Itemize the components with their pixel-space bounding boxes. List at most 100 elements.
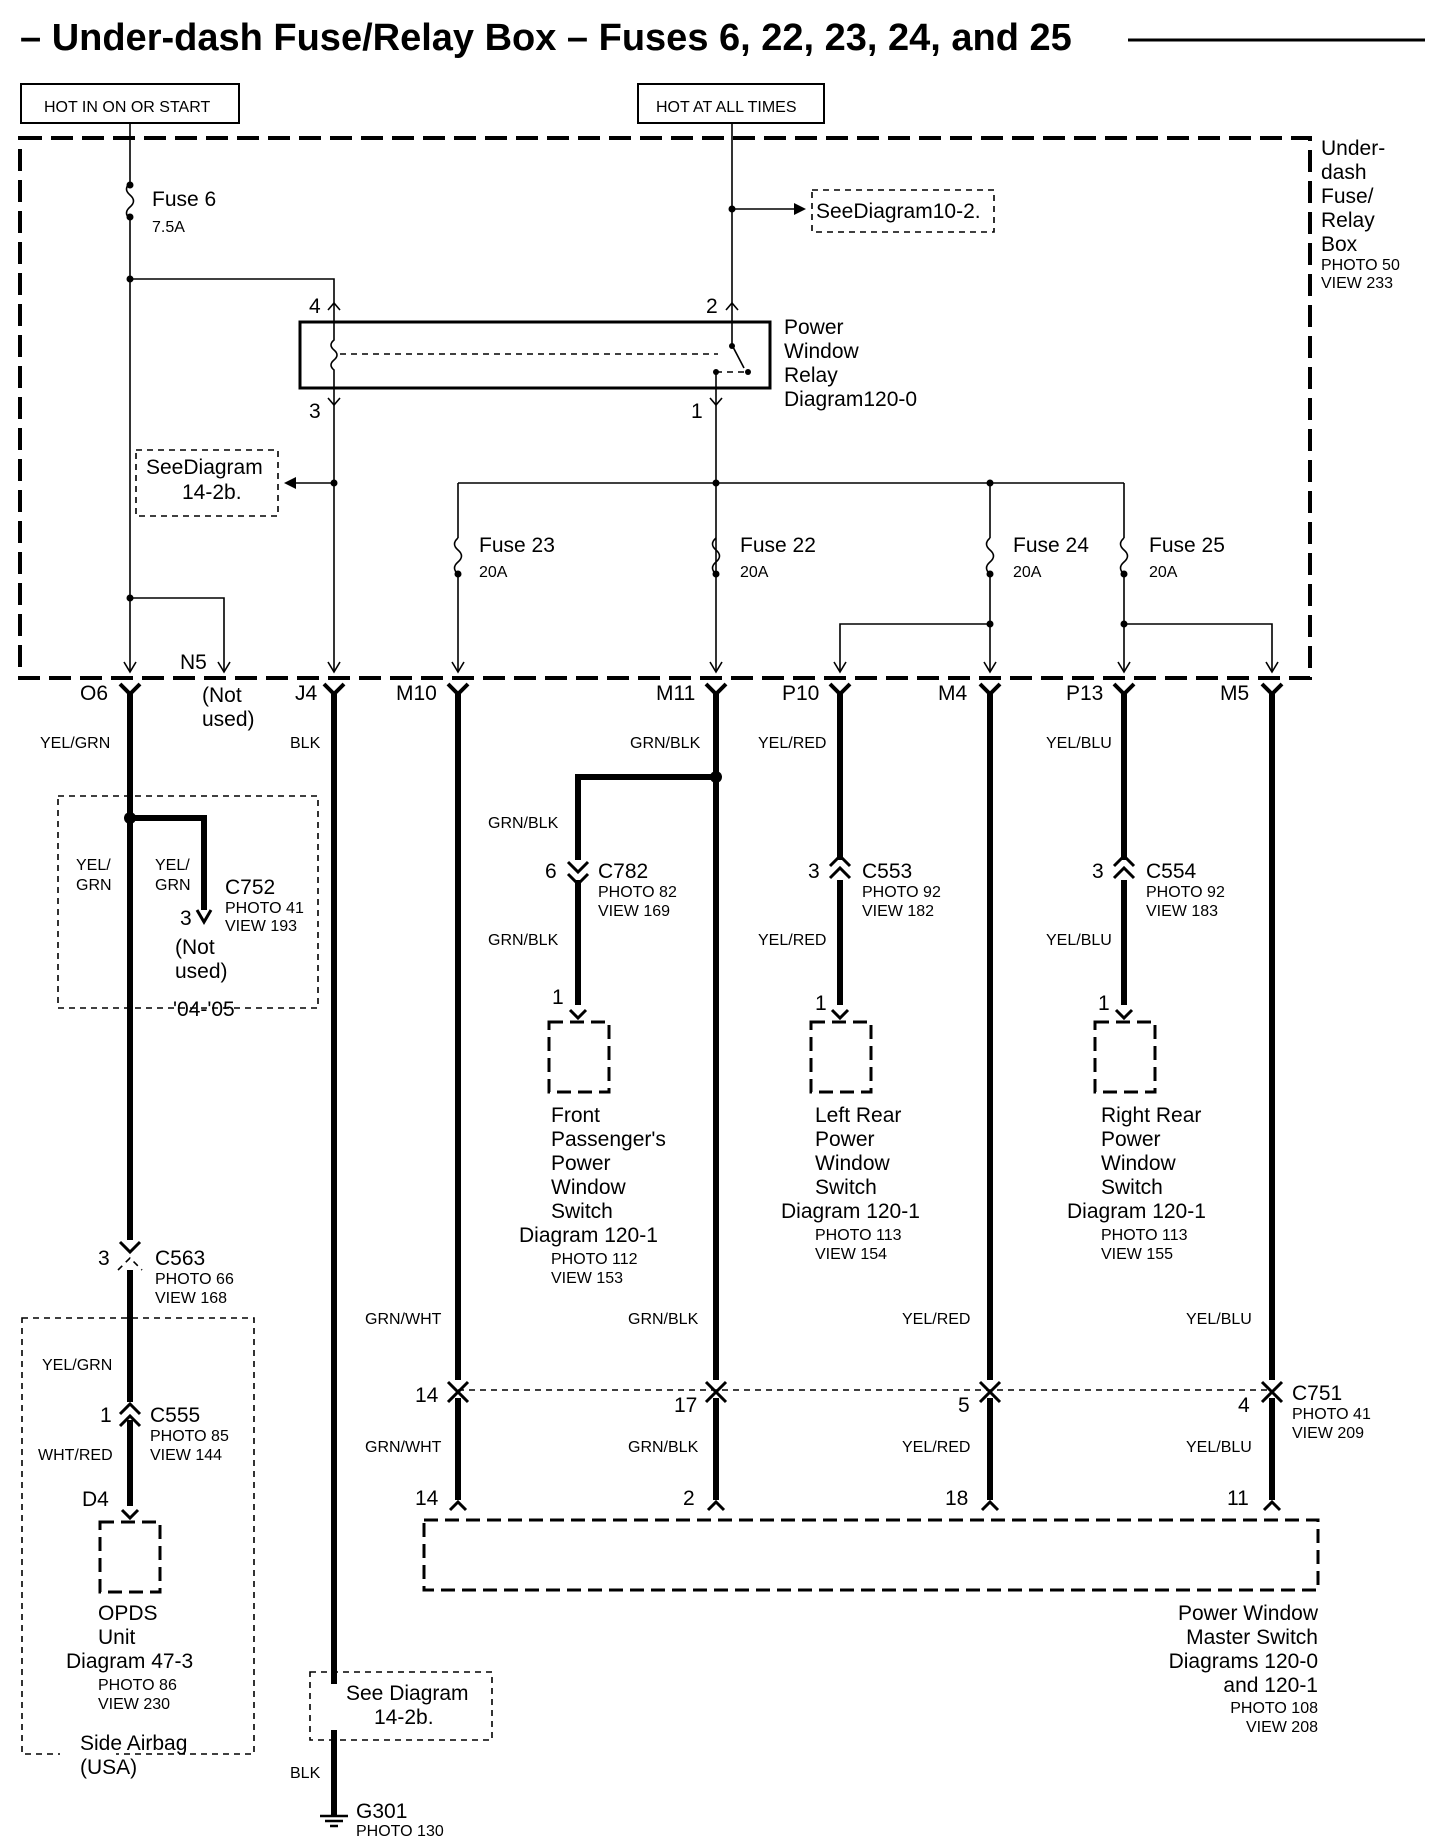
master-line-4: and 120-1 <box>1223 1674 1318 1697</box>
master-line-3: Diagrams 120-0 <box>1169 1650 1318 1673</box>
c751-terminals <box>446 1380 1284 1404</box>
svg-text:14-2b.: 14-2b. <box>374 1706 434 1729</box>
c752-pin: 3 <box>180 907 192 930</box>
c752-terminal <box>195 909 213 925</box>
n5-note-2: used) <box>202 708 255 731</box>
relay-name-2: Window <box>784 340 860 363</box>
terminal-m10: M10 <box>396 682 437 705</box>
opds-photo: PHOTO 86 <box>98 1677 177 1694</box>
see-diagram-14-2b-bottom: See Diagram 14-2b. <box>309 1671 493 1741</box>
c782-name: C782 <box>598 860 648 883</box>
fuse-24-rating: 20A <box>1013 564 1042 581</box>
page-title: – Under-dash Fuse/Relay Box – Fuses 6, 2… <box>20 17 1072 59</box>
wire-color-j4: BLK <box>290 735 321 752</box>
master-line-1: Power Window <box>1178 1602 1319 1625</box>
c752-name: C752 <box>225 876 275 899</box>
side-airbag-region <box>21 1317 255 1755</box>
c752-view: VIEW 193 <box>225 918 297 935</box>
hot-in-on-or-start-label: HOT IN ON OR START <box>44 99 210 116</box>
ground-name: G301 <box>356 1800 407 1823</box>
wire-color-c563-c555: YEL/GRN <box>42 1357 112 1374</box>
right-rear-line-2: Power <box>1101 1128 1161 1151</box>
c752-note-1: (Not <box>175 936 215 959</box>
svg-text:SeeDiagram10-2.: SeeDiagram10-2. <box>816 200 981 223</box>
fuse-23-label: Fuse 23 <box>479 534 555 557</box>
front-pass-line-5: Switch <box>551 1200 613 1223</box>
c554-photo: PHOTO 92 <box>1146 884 1225 901</box>
c752-wire-color-left-2: GRN <box>76 877 112 894</box>
wire-color-m4-upper: YEL/RED <box>902 1311 970 1328</box>
terminal-p13: P13 <box>1066 682 1103 705</box>
right-rear-view: VIEW 155 <box>1101 1246 1173 1263</box>
fuse-box-name-1: Under- <box>1321 137 1385 160</box>
relay-name-3: Relay <box>784 364 838 387</box>
wire-color-c555-d4: WHT/RED <box>38 1447 113 1464</box>
c752-photo: PHOTO 41 <box>225 900 304 917</box>
n5-note-1: (Not <box>202 684 242 707</box>
fuse-box-photo: PHOTO 50 <box>1321 257 1400 274</box>
right-rear-line-3: Window <box>1101 1152 1177 1175</box>
svg-text:14-2b.: 14-2b. <box>182 481 242 504</box>
c554-view: VIEW 183 <box>1146 903 1218 920</box>
wire-color-m11: GRN/BLK <box>630 735 701 752</box>
terminal-m11: M11 <box>656 682 695 705</box>
opds-pin: D4 <box>82 1488 109 1511</box>
opds-line-1: OPDS <box>98 1602 158 1625</box>
c553-view: VIEW 182 <box>862 903 934 920</box>
c553-pin: 3 <box>808 860 820 883</box>
see-diagram-14-2b: SeeDiagram 14-2b. <box>135 449 279 517</box>
wire-color-p13: YEL/BLU <box>1046 735 1112 752</box>
c752-year: '04-'05 <box>173 998 235 1021</box>
terminal-n5: N5 <box>180 651 207 674</box>
fuse-25-rating: 20A <box>1149 564 1178 581</box>
left-rear-pin: 1 <box>815 992 827 1015</box>
fuse-22-rating: 20A <box>740 564 769 581</box>
wire-color-o6: YEL/GRN <box>40 735 110 752</box>
wire-color-c782-lower: GRN/BLK <box>488 932 559 949</box>
master-pin-11: 11 <box>1227 1487 1249 1510</box>
c752-note-2: used) <box>175 960 228 983</box>
master-view: VIEW 208 <box>1246 1719 1318 1736</box>
fuse-25-label: Fuse 25 <box>1149 534 1225 557</box>
front-pass-pin: 1 <box>552 986 564 1009</box>
left-rear-view: VIEW 154 <box>815 1246 887 1263</box>
wire-color-m11-lower: GRN/BLK <box>628 1439 699 1456</box>
fuse-6-label: Fuse 6 <box>152 188 216 211</box>
harness-wires <box>124 694 1275 1815</box>
front-pass-line-2: Passenger's <box>551 1128 666 1151</box>
c554-name: C554 <box>1146 860 1197 883</box>
wire-color-m10-lower: GRN/WHT <box>365 1439 442 1456</box>
left-rear-photo: PHOTO 113 <box>815 1227 902 1244</box>
c555-photo: PHOTO 85 <box>150 1428 229 1445</box>
fuse-box-name-2: dash <box>1321 161 1367 184</box>
c751-pin-17: 17 <box>674 1394 697 1417</box>
see-diagram-10-2: SeeDiagram10-2. <box>811 189 995 233</box>
c553-name: C553 <box>862 860 912 883</box>
c563-terminal-bottom <box>117 1256 143 1271</box>
terminal-j4: J4 <box>295 682 318 705</box>
c751-pin-14: 14 <box>415 1384 439 1407</box>
terminal-o6: O6 <box>80 682 108 705</box>
c554-pin: 3 <box>1092 860 1104 883</box>
master-switch-shape <box>422 1518 1320 1592</box>
power-window-relay <box>298 301 772 410</box>
wire-color-c782-upper: GRN/BLK <box>488 815 559 832</box>
c751-pin-4: 4 <box>1238 1394 1250 1417</box>
terminal-p10: P10 <box>782 682 819 705</box>
front-pass-line-6: Diagram 120-1 <box>519 1224 658 1247</box>
svg-text:See Diagram: See Diagram <box>346 1682 469 1705</box>
c555-name: C555 <box>150 1404 200 1427</box>
wire-color-ground: BLK <box>290 1765 321 1782</box>
side-airbag-label-backing <box>60 1748 116 1762</box>
front-pass-line-4: Window <box>551 1176 627 1199</box>
wire-color-m5-upper: YEL/BLU <box>1186 1311 1252 1328</box>
c751-view: VIEW 209 <box>1292 1425 1364 1442</box>
c563-pin: 3 <box>98 1247 110 1270</box>
fuse-24-label: Fuse 24 <box>1013 534 1089 557</box>
opds-view: VIEW 230 <box>98 1696 170 1713</box>
c563-name: C563 <box>155 1247 205 1270</box>
front-pass-line-1: Front <box>551 1104 600 1127</box>
fuse-box-name-4: Relay <box>1321 209 1375 232</box>
c555-pin: 1 <box>100 1404 112 1427</box>
